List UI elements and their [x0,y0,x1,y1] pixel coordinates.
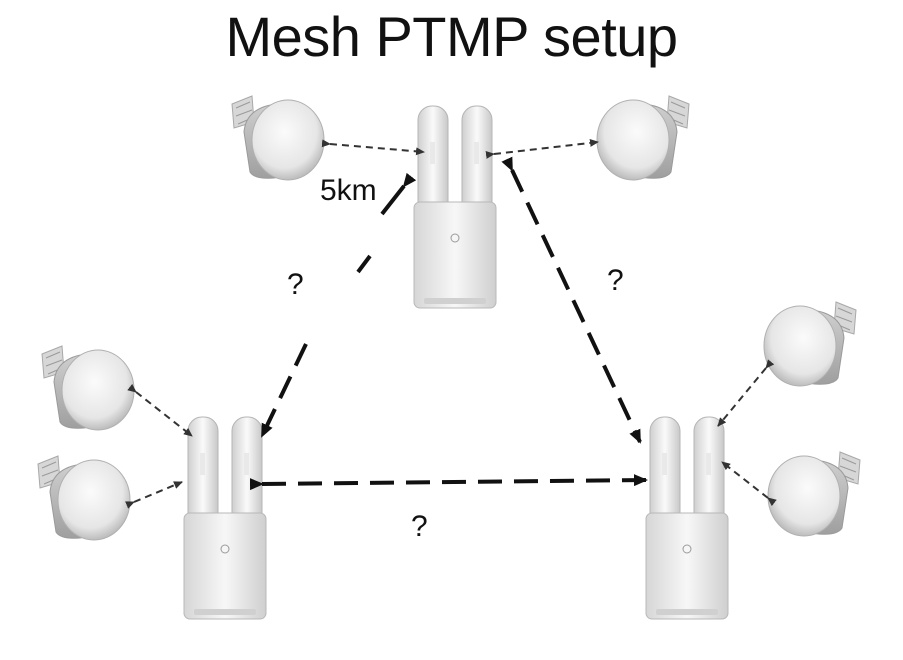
link-client-top-left [321,139,425,156]
dish-client-right-lower [768,452,860,536]
dish-client-right-upper [764,302,856,386]
link-client-left-upper [127,383,193,437]
dish-client-top-right [597,96,689,180]
outdoor-ap-top [413,105,497,309]
link-top-right [501,156,642,444]
diagram-title: Mesh PTMP setup [225,5,678,68]
outdoor-ap-right [645,416,729,620]
link-client-right-upper [717,359,775,427]
dish-client-left-lower [37,455,131,541]
unknown-link-label-bottom: ? [411,510,428,543]
link-client-left-lower [125,481,183,509]
dish-client-top-left [231,95,325,181]
distance-label: 5km [320,174,377,207]
link-client-right-lower [721,461,777,507]
dish-client-left-upper [41,345,135,431]
link-top-left-fragment [356,254,372,274]
link-top-left-start [380,172,417,216]
link-client-top-right [485,138,599,159]
link-left-right [249,474,648,491]
unknown-link-label-right: ? [607,264,624,297]
unknown-link-label-left: ? [287,268,304,301]
link-top-left-end [260,343,308,438]
outdoor-ap-left [183,416,267,620]
